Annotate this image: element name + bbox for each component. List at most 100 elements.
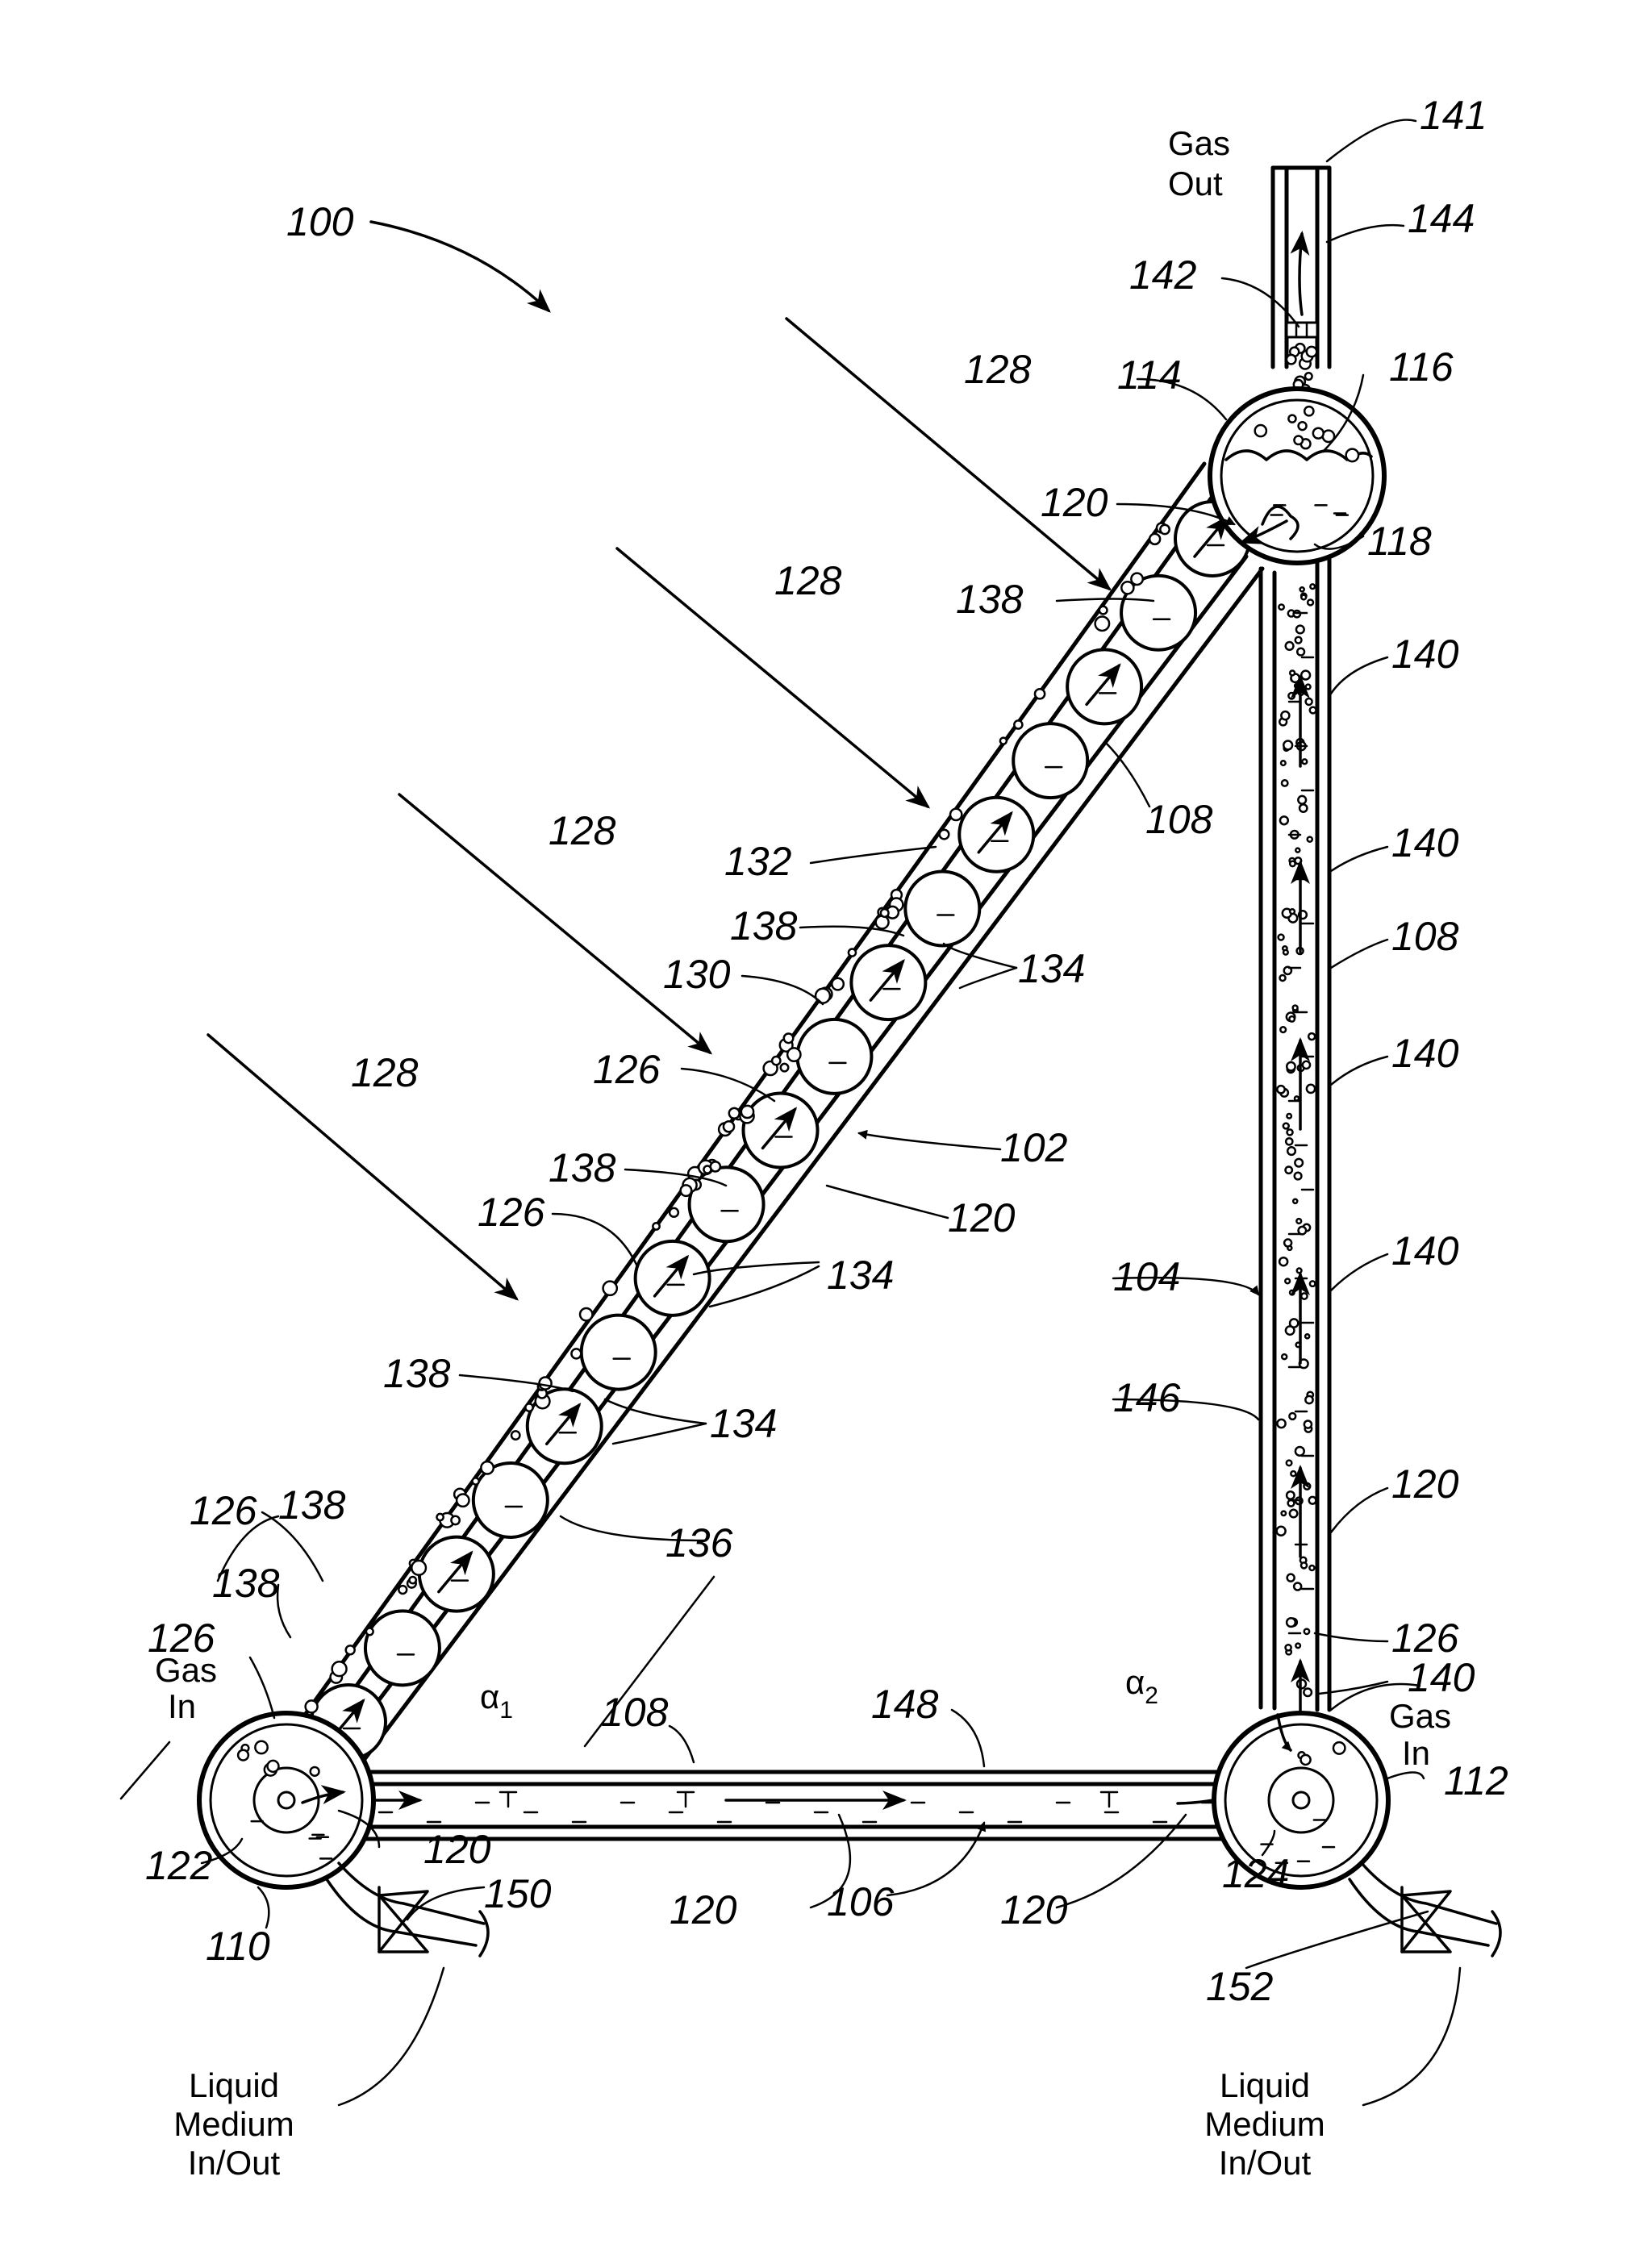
liquid-medium-right-caption: Liquid Medium In/Out xyxy=(1204,2066,1325,2182)
angle-alpha1: α1 xyxy=(480,1678,513,1724)
gas-in-right-caption: Gas In xyxy=(1389,1697,1451,1772)
gas-bubble xyxy=(1310,707,1316,714)
gas-bubble xyxy=(481,1461,493,1474)
gas-bubble xyxy=(1346,449,1358,461)
gas-bubble xyxy=(1000,738,1007,744)
gas-bubble xyxy=(849,949,856,957)
gas-bubble xyxy=(1287,1574,1295,1582)
bottom-left-header-110 xyxy=(199,1713,373,1887)
gas-bubble xyxy=(1277,1420,1285,1428)
gas-bubble xyxy=(1304,1629,1309,1634)
gas-bubble xyxy=(670,1208,678,1217)
vertical-downcomer-tube xyxy=(1261,524,1329,1750)
gas-bubble xyxy=(1294,436,1303,444)
gas-bubble xyxy=(1296,626,1304,634)
gas-bubble xyxy=(1303,1061,1310,1069)
gas-bubble xyxy=(1305,1334,1309,1338)
ref-128-a: 128 xyxy=(964,347,1032,392)
gas-bubble xyxy=(1304,1483,1310,1490)
gas-bubble xyxy=(1290,1319,1298,1327)
gas-bubble xyxy=(1287,355,1295,364)
ref-118: 118 xyxy=(1367,519,1432,564)
liquid-level-marker xyxy=(500,1792,516,1807)
top-header-114 xyxy=(1210,389,1384,563)
ref-120-e: 120 xyxy=(670,1887,737,1932)
svg-text:In: In xyxy=(1402,1734,1430,1772)
gas-bubble xyxy=(1149,534,1160,544)
liquid-level-marker xyxy=(678,1792,694,1807)
gas-bubble xyxy=(1295,1096,1299,1100)
gas-bubble xyxy=(1290,1510,1297,1517)
ref-116: 116 xyxy=(1389,344,1454,390)
gas-bubble xyxy=(1300,587,1304,591)
culture-cell xyxy=(636,1241,710,1315)
gas-bubble xyxy=(311,1767,319,1776)
culture-cell xyxy=(1067,649,1141,723)
gas-bubble xyxy=(1277,1086,1284,1093)
gas-bubble xyxy=(653,1223,659,1229)
gas-bubble xyxy=(1295,848,1300,853)
ref-114: 114 xyxy=(1117,352,1182,398)
gas-bubble xyxy=(1306,685,1311,690)
ref-134-a: 134 xyxy=(1018,946,1085,991)
liquid-medium-left-caption: Liquid Medium In/Out xyxy=(173,2066,294,2182)
gas-bubble xyxy=(729,1108,740,1119)
ref-140-d: 140 xyxy=(1391,1228,1459,1274)
gas-bubble xyxy=(1287,1461,1292,1466)
gas-bubble xyxy=(1280,1027,1286,1032)
gas-bubble xyxy=(1305,1396,1312,1403)
gas-bubble xyxy=(1288,693,1294,698)
ref-140-b: 140 xyxy=(1391,820,1459,865)
angle-construction-line-left xyxy=(121,1742,169,1799)
gas-bubble xyxy=(1283,1124,1289,1129)
ref-152: 152 xyxy=(1206,1964,1274,2009)
svg-text:Liquid: Liquid xyxy=(189,2066,279,2104)
gas-bubble xyxy=(703,1166,711,1174)
gas-outlet-tube xyxy=(1273,168,1329,394)
gas-bubble xyxy=(1310,1281,1315,1286)
gas-bubble xyxy=(1289,1413,1295,1420)
gas-bubble xyxy=(268,1761,279,1772)
ref-138-d: 138 xyxy=(383,1351,451,1396)
gas-bubble xyxy=(1295,1447,1304,1456)
gas-bubble xyxy=(1286,1138,1292,1144)
svg-text:In/Out: In/Out xyxy=(188,2144,281,2182)
gas-bubble xyxy=(1295,637,1302,644)
gas-bubble xyxy=(1282,1354,1287,1359)
gas-bubble xyxy=(1287,1147,1295,1155)
ref-134-b: 134 xyxy=(827,1253,894,1298)
ref-100: 100 xyxy=(286,199,354,244)
gas-bubble xyxy=(1283,950,1288,955)
gas-bubble xyxy=(1281,711,1289,719)
gas-bubble xyxy=(451,1516,459,1524)
ref-138-a: 138 xyxy=(956,577,1024,622)
svg-text:Medium: Medium xyxy=(173,2105,294,2143)
gas-bubble xyxy=(1296,1219,1301,1224)
gas-bubble xyxy=(1035,689,1045,698)
gas-bubble xyxy=(1301,595,1306,600)
gas-bubble xyxy=(366,1628,373,1636)
gas-bubble xyxy=(1131,573,1142,585)
svg-text:In: In xyxy=(168,1687,196,1725)
gas-bubble xyxy=(1014,720,1022,728)
ref-120-a: 120 xyxy=(1041,480,1108,525)
gas-bubble xyxy=(1295,1644,1300,1649)
gas-bubble xyxy=(1279,935,1284,940)
gas-bubble xyxy=(255,1741,267,1753)
ref-126-c: 126 xyxy=(190,1488,257,1533)
gas-bubble xyxy=(1279,1257,1287,1265)
gas-bubble xyxy=(1289,1016,1294,1021)
gas-bubble xyxy=(1309,1566,1314,1570)
gas-bubble xyxy=(1291,1471,1295,1476)
gas-bubble xyxy=(1160,525,1169,534)
valve-150 xyxy=(327,1863,488,1956)
gas-bubble xyxy=(1294,1582,1301,1590)
gas-bubble xyxy=(1290,1290,1295,1295)
liquid-level-marks xyxy=(379,1792,1215,1822)
culture-cell xyxy=(419,1537,494,1611)
gas-bubble xyxy=(881,909,889,917)
ref-138-e: 138 xyxy=(278,1482,346,1528)
gas-bubble xyxy=(1304,1688,1312,1696)
gas-bubble xyxy=(1295,1173,1302,1180)
gas-bubble xyxy=(603,1282,617,1295)
